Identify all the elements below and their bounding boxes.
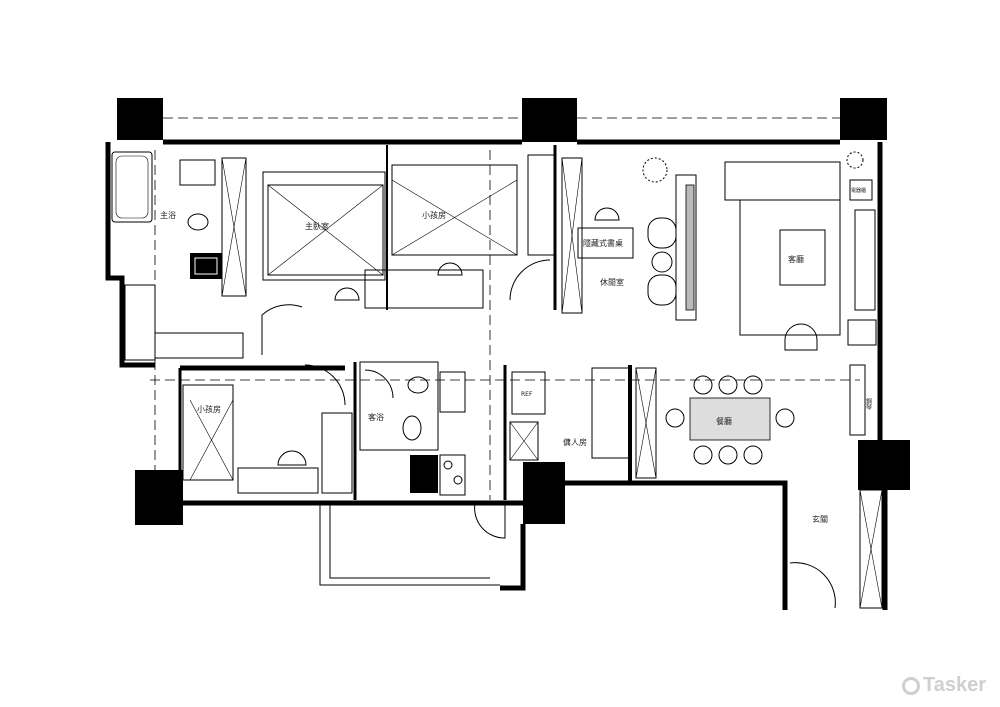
label-fridge: REF (521, 391, 533, 398)
label-piano: 鋼琴 (865, 397, 872, 411)
beds (182, 164, 518, 481)
label-hidden-desk: 隱藏式書桌 (583, 238, 623, 248)
dining-furniture (665, 375, 795, 465)
label-entrance: 玄關 (812, 514, 828, 524)
furniture (237, 174, 697, 494)
tasker-logo-icon (901, 676, 920, 695)
label-appliance-cabinet: 電器櫃 (851, 187, 866, 194)
label-kids-room-2: 小孩房 (197, 404, 221, 414)
label-guest-bath: 客浴 (368, 412, 384, 422)
label-living-room: 客廳 (788, 254, 804, 264)
label-maid-room: 傭人房 (563, 437, 587, 447)
label-dining-room: 餐廳 (716, 416, 732, 426)
watermark-text: Tasker (922, 674, 986, 696)
label-master-bedroom: 主臥室 (305, 221, 329, 231)
structural-columns (117, 98, 910, 525)
guest-bath-kitchen (359, 361, 546, 496)
living-room-furniture (642, 151, 877, 436)
master-bath (111, 151, 222, 279)
walls (105, 139, 888, 610)
doors (261, 259, 836, 609)
wardrobes (124, 154, 883, 609)
label-lounge: 休閒室 (600, 277, 624, 287)
label-kids-room-1: 小孩房 (422, 210, 446, 220)
tasker-watermark: Tasker (901, 674, 986, 697)
label-master-bath: 主浴 (160, 210, 176, 220)
